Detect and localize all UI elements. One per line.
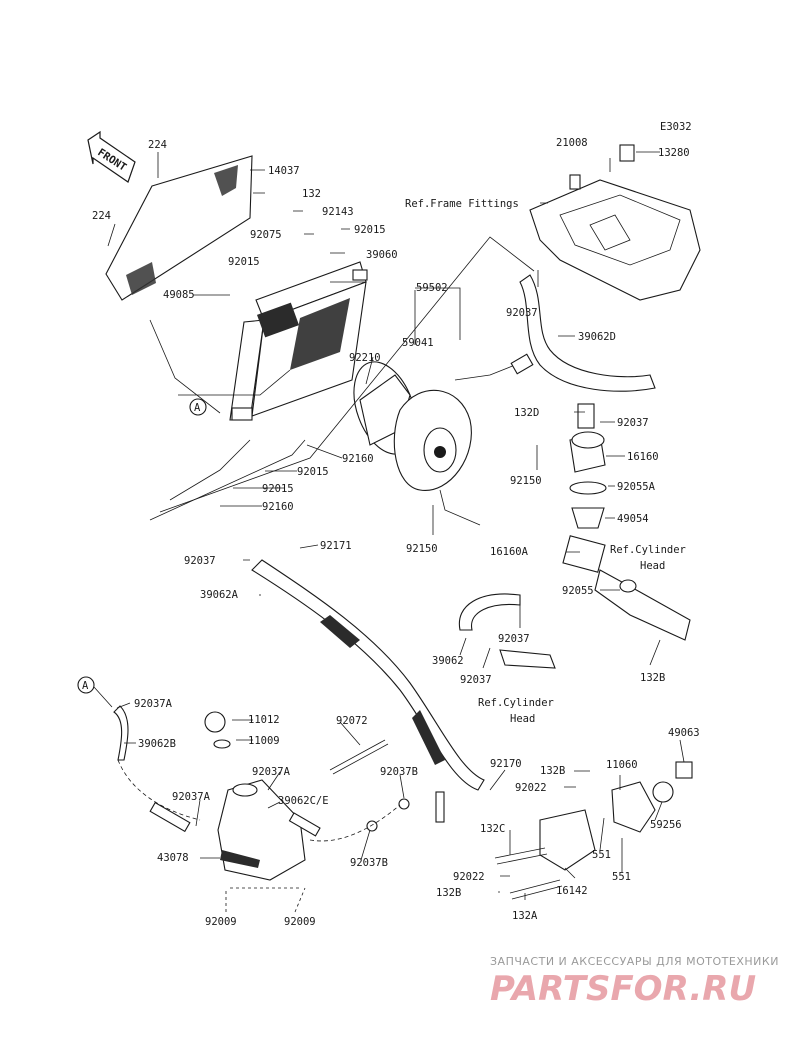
part-label: 11060 [606,759,638,771]
diagram-code: E3032 [660,121,692,133]
part-label: 92150 [406,543,438,555]
tie-strap [329,739,389,775]
part-label: 224 [92,210,111,222]
part-label: 92075 [250,229,282,241]
watermark-tagline: ЗАПЧАСТИ И АКСЕССУАРЫ ДЛЯ МОТОТЕХНИКИ [490,955,779,968]
part-label: 92037 [498,633,530,645]
part-label: 92015 [354,224,386,236]
part-label: 224 [148,139,167,151]
part-label: 92022 [515,782,547,794]
part-label: 132B [540,765,565,777]
part-labels: E3032 224 14037 132 92143 224 92075 9201… [77,121,700,928]
part-label: 92037B [350,857,388,869]
ref-circle-a [189,398,207,416]
part-label: 92037A [134,698,173,710]
part-label: 39062 [432,655,464,667]
part-label: 49063 [668,727,700,739]
part-label: 92171 [320,540,352,552]
part-label: 16160 [627,451,659,463]
part-label: 92160 [262,501,294,513]
part-label: 92015 [297,466,329,478]
part-label: 92210 [349,352,381,364]
reserve-tank [204,711,306,881]
part-label: 92022 [453,871,485,883]
part-label: 49085 [163,289,195,301]
part-label: 92037A [252,766,291,778]
part-label: 132 [302,188,321,200]
part-label: 132C [480,823,505,835]
part-label: 551 [592,849,611,861]
part-label: 132B [640,672,665,684]
part-label: 92160 [342,453,374,465]
part-label: 92037 [184,555,216,567]
part-label: 39062B [138,738,176,750]
pipe-cylinder-head [499,649,556,669]
part-label: 39062C/E [278,795,329,807]
part-label: 59256 [650,819,682,831]
hose-39062d [519,274,656,392]
hose-39062 [458,593,521,631]
cooling-fan [353,353,534,526]
watermark: ЗАПЧАСТИ И АКСЕССУАРЫ ДЛЯ МОТОТЕХНИКИ PA… [490,955,779,1009]
part-label: 92037 [460,674,492,686]
part-label: 132B [436,887,461,899]
part-label: 92037B [380,766,418,778]
ref-frame-label: Ref.Frame Fittings [405,198,519,210]
watermark-logo: PARTSFOR.RU [490,969,756,1009]
part-label: 13280 [658,147,690,159]
water-pump [494,761,693,900]
ref-cylinder-head-label: Head [640,560,665,572]
ref-cylinder-head-label: Ref.Cylinder [610,544,686,556]
part-label: 49054 [617,513,649,525]
radiator-screen [105,155,253,301]
radiator [229,261,368,421]
part-label: 11012 [248,714,280,726]
part-label: 59502 [416,282,448,294]
part-label: 92170 [490,758,522,770]
thermostat-housing [569,403,607,529]
ref-circle-a [77,676,95,694]
part-label: 92150 [510,475,542,487]
part-label: 43078 [157,852,189,864]
part-label: 92037A [172,791,211,803]
part-label: 92015 [228,256,260,268]
frame-fitting [529,144,701,301]
part-label: 39062D [578,331,616,343]
part-label: 92072 [336,715,368,727]
part-label: 14037 [268,165,300,177]
part-label: 21008 [556,137,588,149]
hose-39062a [251,559,485,791]
part-label: 39062A [200,589,239,601]
front-arrow-icon: FRONT [87,130,136,183]
ref-cylinder-head-label: Head [510,713,535,725]
part-label: 132D [514,407,539,419]
part-label: 59041 [402,337,434,349]
ref-a-label: A [82,680,89,692]
part-label: 39060 [366,249,398,261]
ref-a-label: A [194,402,201,414]
part-label: 92009 [284,916,316,928]
water-pipe-fitting [562,535,691,641]
part-label: 92143 [322,206,354,218]
part-label: 132A [512,910,538,922]
part-label: 551 [612,871,631,883]
part-label: 16160A [490,546,529,558]
part-label: 16142 [556,885,588,897]
part-label: 92037 [506,307,538,319]
ref-cylinder-head-label: Ref.Cylinder [478,697,554,709]
part-label: 92037 [617,417,649,429]
leader-lines [93,151,685,913]
part-label: 92015 [262,483,294,495]
part-label: 92055A [617,481,656,493]
part-label: 11009 [248,735,280,747]
part-label: 92055 [562,585,594,597]
part-label: 92009 [205,916,237,928]
